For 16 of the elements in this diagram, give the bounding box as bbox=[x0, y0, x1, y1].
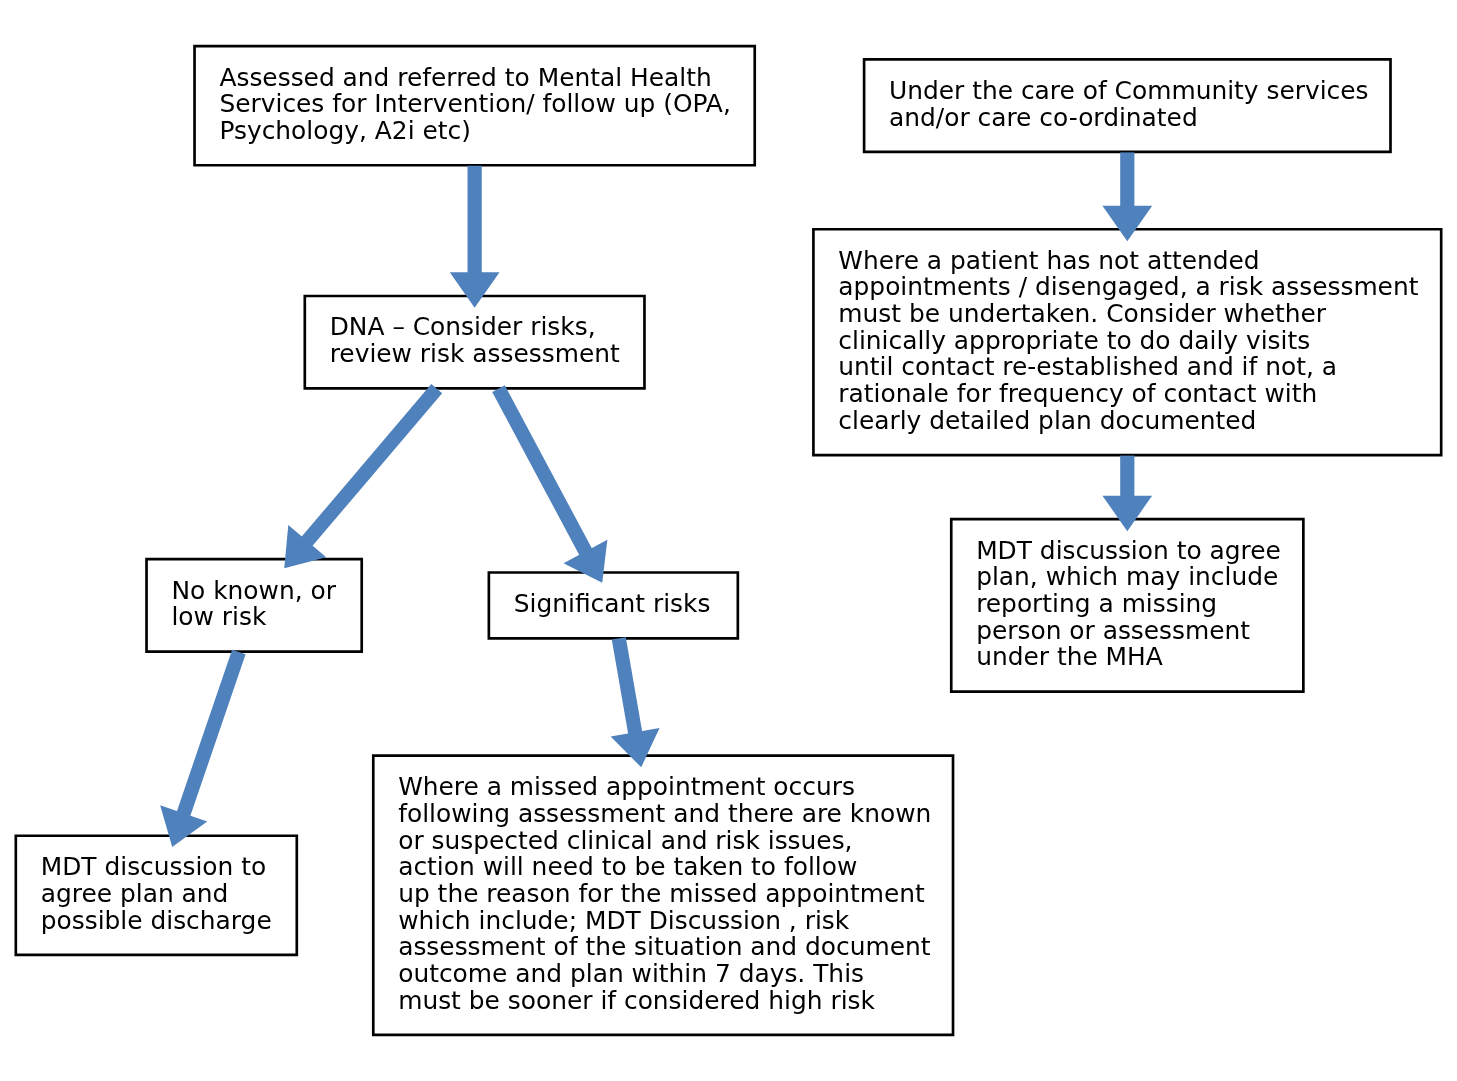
node-box: MDT discussion to agree plan, which may include reporting a missing person or assessment under the MHA bbox=[949, 517, 1305, 693]
arrow bbox=[1102, 152, 1153, 242]
arrow bbox=[1102, 455, 1153, 532]
node-box: Where a patient has not attended appointments / disengaged, a risk assessment must be undertaken. Consider whether clinically appropriate to do daily visits until contact re-established and if not, a rationale for frequency of contact with clearly detailed plan documented bbox=[812, 227, 1443, 457]
arrow bbox=[449, 165, 500, 308]
node-box: Significant risks bbox=[487, 571, 740, 640]
node-box: Where a missed appointment occurs following assessment and there are known or suspected clinical and risk issues, action will need to be taken to follow up the reason for the missed appointment which include; MDT Discussion , risk assessment of the situation and document outcome and plan within 7 days. This must be sooner if considered high risk bbox=[371, 754, 955, 1037]
node-box: MDT discussion to agree plan and possible discharge bbox=[14, 834, 299, 957]
arrow bbox=[284, 384, 443, 569]
node-box: Under the care of Community services and/or care co-ordinated bbox=[862, 58, 1392, 154]
node-box: Assessed and referred to Mental Health Services for Intervention/ follow up (OPA, Psychology, A2i etc) bbox=[193, 44, 757, 167]
node-box: DNA – Consider risks, review risk assessment bbox=[303, 294, 646, 390]
arrow bbox=[492, 385, 608, 583]
arrow bbox=[160, 649, 246, 847]
arrow bbox=[610, 637, 660, 768]
node-box: No known, or low risk bbox=[145, 557, 364, 653]
